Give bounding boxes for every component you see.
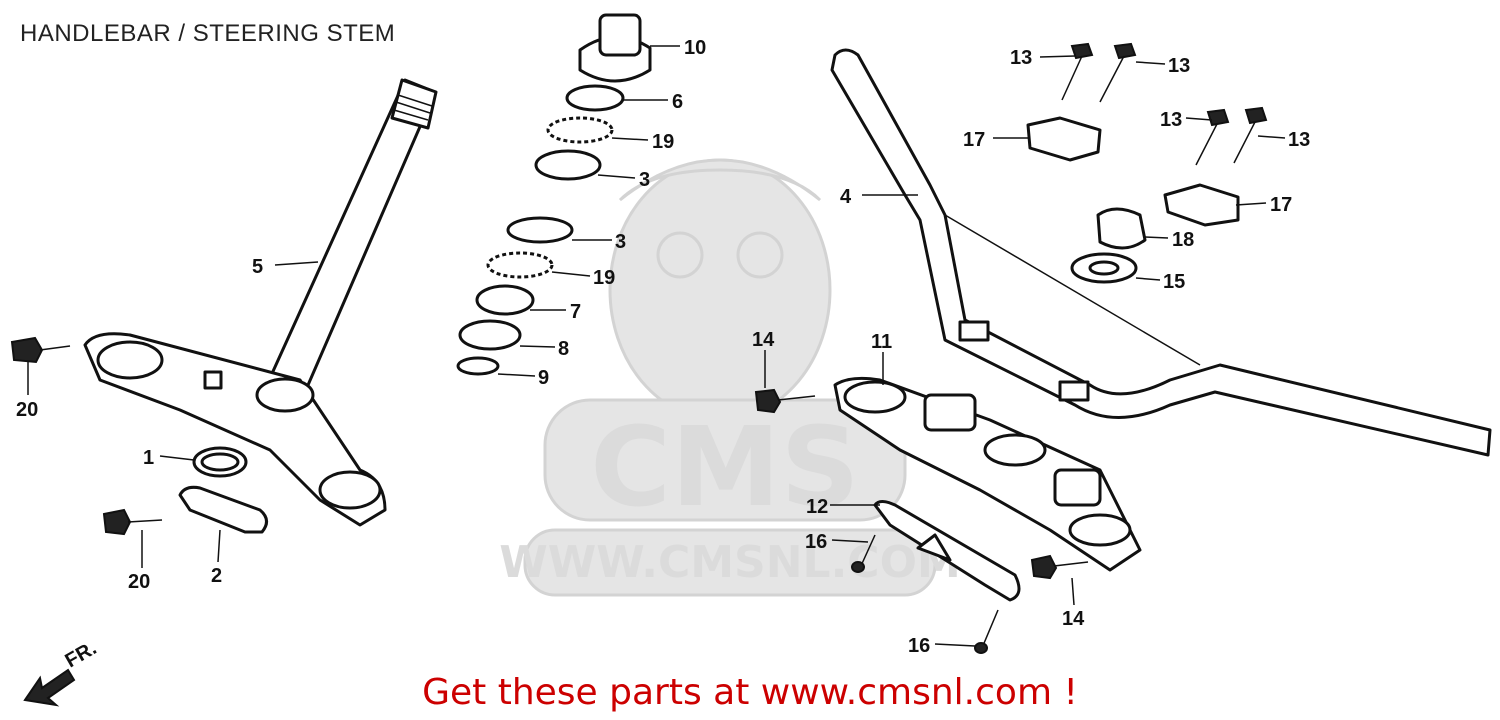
callout-17: 17 [1270, 194, 1292, 216]
watermark-url-text: WWW.CMSNL.COM [499, 537, 961, 588]
steering-stem-assembly [10, 78, 438, 536]
upper-triple-clamp [754, 376, 1142, 580]
callout-leaders [27, 45, 1286, 647]
watermark-cms-text: CMS [590, 403, 859, 531]
callout-7: 7 [570, 301, 581, 323]
callout-18: 18 [1172, 229, 1194, 251]
callout-16: 16 [908, 635, 930, 657]
callout-3: 3 [639, 169, 650, 191]
callout-16: 16 [805, 531, 827, 553]
callout-19: 19 [593, 267, 615, 289]
callout-13: 13 [1160, 109, 1182, 131]
callout-13: 13 [1168, 55, 1190, 77]
watermark-logo: CMS WWW.CMSNL.COM [499, 158, 961, 597]
callout-20: 20 [128, 571, 150, 593]
diagram-title: HANDLEBAR / STEERING STEM [20, 20, 396, 47]
footer-link[interactable]: Get these parts at www.cmsnl.com ! [422, 672, 1078, 713]
callout-12: 12 [806, 496, 828, 518]
callout-6: 6 [672, 91, 683, 113]
callout-2: 2 [211, 565, 222, 587]
callout-3: 3 [615, 231, 626, 253]
bearing-stack [456, 13, 652, 376]
callout-14: 14 [752, 329, 775, 351]
handlebar [830, 48, 1492, 457]
callout-11: 11 [871, 331, 892, 353]
callout-8: 8 [558, 338, 569, 360]
callout-15: 15 [1163, 271, 1185, 293]
bracket-assembly [851, 500, 1021, 654]
callout-13: 13 [1288, 129, 1310, 151]
callout-17: 17 [963, 129, 985, 151]
callout-9: 9 [538, 367, 549, 389]
callout-labels: 10 6 19 3 3 19 7 8 9 5 20 1 2 20 4 13 13… [16, 37, 1310, 657]
callout-5: 5 [252, 256, 263, 278]
callout-10: 10 [684, 37, 706, 59]
callout-14: 14 [1062, 608, 1085, 630]
callout-13: 13 [1010, 47, 1032, 69]
callout-4: 4 [840, 186, 852, 208]
callout-1: 1 [143, 447, 154, 469]
callout-20: 20 [16, 399, 38, 421]
front-direction-label: FR. [62, 637, 101, 672]
holder-assembly [1026, 42, 1268, 284]
callout-19: 19 [652, 131, 674, 153]
